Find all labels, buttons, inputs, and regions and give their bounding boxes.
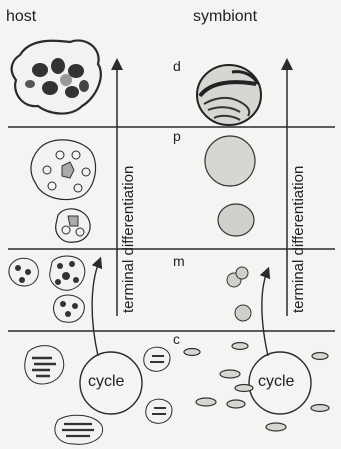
host-cycle-cells bbox=[25, 346, 172, 445]
symbiont-cycle-label: cycle bbox=[258, 373, 294, 391]
symbiont-p-cell-large bbox=[205, 136, 255, 186]
host-exit-arrow bbox=[92, 262, 99, 356]
stage-label-d: d bbox=[173, 58, 181, 74]
host-p-cell-large bbox=[31, 140, 96, 200]
symbiont-cycle-cells bbox=[184, 343, 329, 432]
stage-label-m: m bbox=[173, 253, 185, 269]
symbiont-axis-label: terminal differentiation bbox=[290, 166, 307, 313]
host-cycle-label: cycle bbox=[88, 373, 124, 391]
stage-label-c: c bbox=[173, 331, 180, 347]
host-terminal-cell bbox=[12, 40, 101, 113]
symbiont-column-title: symbiont bbox=[193, 8, 257, 26]
host-column-title: host bbox=[6, 8, 36, 26]
host-axis-label: terminal differentiation bbox=[120, 166, 137, 313]
host-m-cells bbox=[9, 256, 85, 322]
stage-label-p: p bbox=[173, 128, 181, 144]
symbiont-d-cell bbox=[197, 65, 261, 125]
symbiont-exit-arrow bbox=[262, 272, 268, 356]
symbiont-p-cell-small bbox=[218, 204, 254, 236]
symbiont-m-cells bbox=[227, 267, 251, 321]
host-p-cell-small bbox=[56, 209, 90, 242]
